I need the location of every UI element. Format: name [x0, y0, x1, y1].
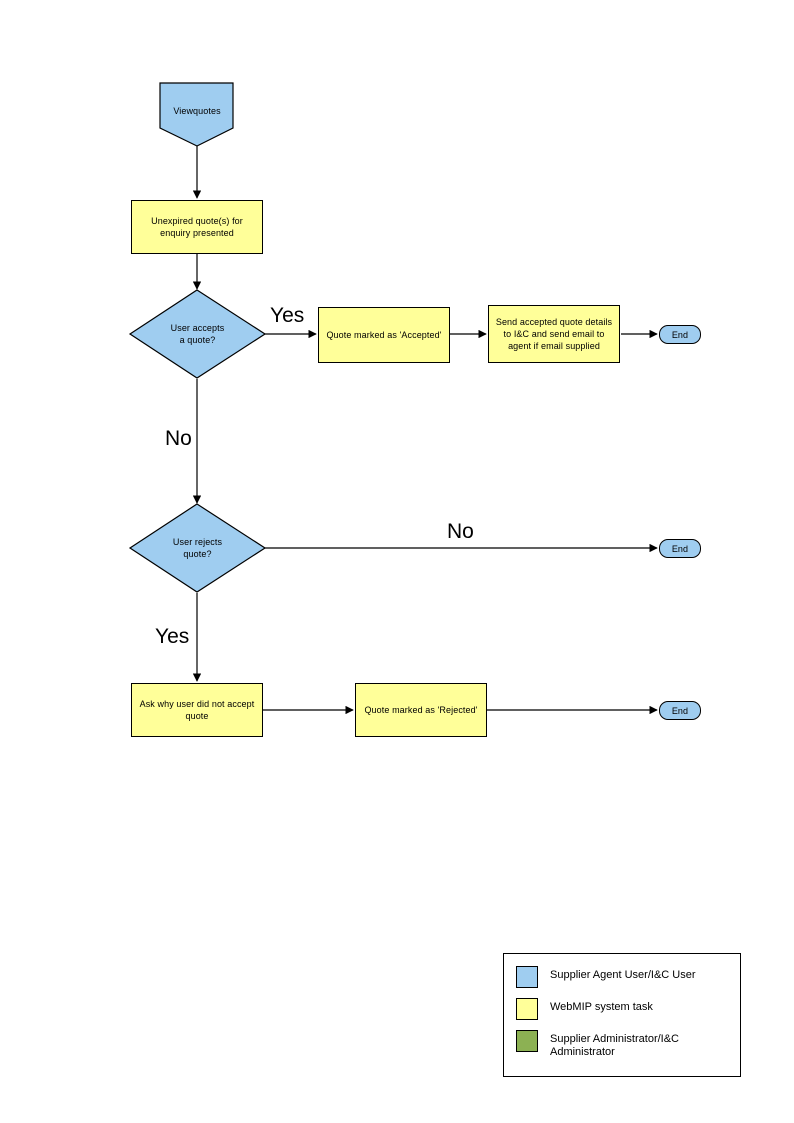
node-start-label: Viewquotes — [173, 106, 221, 116]
node-end-no-reject-label: End — [671, 543, 689, 554]
node-ask-why-not-accepted[interactable]: Ask why user did not accept quote — [131, 683, 263, 737]
legend-label-supplier-agent: Supplier Agent User/I&C User — [550, 969, 696, 981]
legend-item-webmip-task: WebMIP system task — [516, 998, 728, 1020]
node-end-reject-label: End — [671, 705, 689, 716]
node-decision-user-rejects[interactable]: User rejects quote? — [130, 504, 265, 592]
node-end-reject[interactable]: End — [659, 701, 701, 720]
node-end-accept-label: End — [671, 329, 689, 340]
node-unexpired-quotes-label: Unexpired quote(s) for enquiry presented — [151, 216, 243, 238]
edge-label-rejects-yes: Yes — [155, 625, 190, 648]
node-quote-marked-rejected[interactable]: Quote marked as 'Rejected' — [355, 683, 487, 737]
legend-swatch-supplier-agent — [516, 966, 538, 988]
edge-label-accepts-no: No — [165, 427, 192, 450]
node-quote-marked-accepted[interactable]: Quote marked as 'Accepted' — [318, 307, 450, 363]
node-send-accepted-details[interactable]: Send accepted quote details to I&C and s… — [488, 305, 620, 363]
node-quote-marked-rejected-label: Quote marked as 'Rejected' — [364, 705, 478, 715]
node-unexpired-quotes[interactable]: Unexpired quote(s) for enquiry presented — [131, 200, 263, 254]
legend-label-supplier-admin: Supplier Administrator/I&C Administrator — [550, 1033, 679, 1058]
node-decision-user-rejects-label-1: User rejects — [172, 537, 223, 547]
legend-swatch-supplier-admin — [516, 1030, 538, 1052]
node-send-accepted-details-label: Send accepted quote details to I&C and s… — [495, 317, 613, 351]
node-decision-user-accepts-label-2: a quote? — [179, 335, 216, 345]
edge-label-accepts-yes: Yes — [270, 304, 305, 327]
node-quote-marked-accepted-label: Quote marked as 'Accepted' — [326, 330, 442, 340]
node-start-viewquotes[interactable]: Viewquotes — [160, 83, 234, 146]
legend-label-webmip-task: WebMIP system task — [550, 1001, 653, 1013]
legend: Supplier Agent User/I&C User WebMIP syst… — [503, 953, 741, 1077]
legend-swatch-webmip-task — [516, 998, 538, 1020]
node-decision-user-rejects-label-2: quote? — [183, 549, 212, 559]
node-end-no-reject[interactable]: End — [659, 539, 701, 558]
legend-item-supplier-agent: Supplier Agent User/I&C User — [516, 966, 728, 988]
node-end-accept[interactable]: End — [659, 325, 701, 344]
edge-label-rejects-no: No — [447, 520, 474, 543]
node-decision-user-accepts[interactable]: User accepts a quote? — [130, 290, 265, 378]
node-decision-user-accepts-label-1: User accepts — [170, 323, 225, 333]
legend-item-supplier-admin: Supplier Administrator/I&C Administrator — [516, 1030, 728, 1059]
node-ask-why-not-accepted-label: Ask why user did not accept quote — [139, 699, 255, 721]
